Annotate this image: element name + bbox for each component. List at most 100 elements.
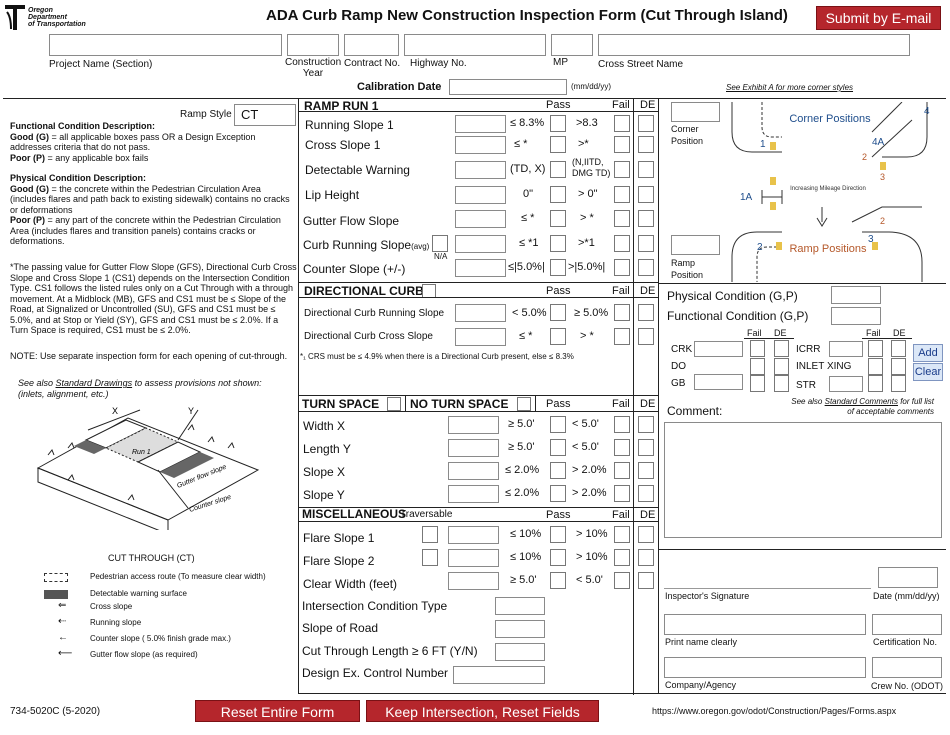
de-checkbox[interactable] [638,439,654,456]
de-checkbox[interactable] [638,304,654,321]
project-name-field[interactable] [49,34,282,56]
pass-checkbox[interactable] [550,186,566,203]
fail-checkbox[interactable] [614,210,630,227]
measurement-field[interactable] [448,439,499,457]
fail-checkbox[interactable] [868,375,883,392]
pass-checkbox[interactable] [550,416,566,433]
slope-of-road-field[interactable] [495,620,545,638]
de-checkbox[interactable] [891,358,906,375]
fail-checkbox[interactable] [614,462,630,479]
pass-checkbox[interactable] [550,328,566,345]
cross-street-field[interactable] [598,34,910,56]
code-field[interactable] [694,341,743,357]
add-comment-button[interactable]: Add [913,344,943,362]
physical-condition-field[interactable] [831,286,881,304]
de-checkbox[interactable] [638,526,654,543]
pass-checkbox[interactable] [550,259,566,276]
pass-checkbox[interactable] [550,572,566,589]
measurement-field[interactable] [455,186,506,204]
de-checkbox[interactable] [774,358,789,375]
de-checkbox[interactable] [638,328,654,345]
standard-comments-link[interactable]: Standard Comments [824,397,898,406]
mp-field[interactable] [551,34,593,56]
pass-checkbox[interactable] [550,210,566,227]
certification-field[interactable] [872,614,942,635]
functional-condition-field[interactable] [831,307,881,325]
company-field[interactable] [664,657,866,678]
forms-url[interactable]: https://www.oregon.gov/odot/Construction… [652,706,897,716]
fail-checkbox[interactable] [614,161,630,178]
pass-checkbox[interactable] [550,235,566,252]
traversable-checkbox[interactable] [422,526,438,543]
print-name-field[interactable] [664,614,866,635]
measurement-field[interactable] [448,416,499,434]
fail-checkbox[interactable] [614,136,630,153]
measurement-field[interactable] [448,485,499,503]
fail-checkbox[interactable] [614,115,630,132]
clear-comment-button[interactable]: Clear [913,363,943,381]
na-checkbox[interactable] [432,235,448,252]
fail-checkbox[interactable] [750,375,765,392]
measurement-field[interactable] [448,462,499,480]
fail-checkbox[interactable] [750,340,765,357]
fail-checkbox[interactable] [614,572,630,589]
fail-checkbox[interactable] [614,304,630,321]
pass-checkbox[interactable] [550,161,566,178]
de-checkbox[interactable] [638,259,654,276]
de-checkbox[interactable] [638,549,654,566]
measurement-field[interactable] [448,572,499,590]
de-checkbox[interactable] [638,416,654,433]
standard-drawings-link[interactable]: Standard Drawings [55,378,133,388]
fail-checkbox[interactable] [614,235,630,252]
no-turn-space-checkbox[interactable] [517,397,531,411]
fail-checkbox[interactable] [614,549,630,566]
pass-checkbox[interactable] [550,485,566,502]
measurement-field[interactable] [448,526,499,544]
code-field[interactable] [829,341,863,357]
directional-curb-checkbox[interactable] [422,284,436,298]
measurement-field[interactable] [455,259,506,277]
corner-position-field[interactable] [671,102,720,122]
fail-checkbox[interactable] [614,259,630,276]
de-checkbox[interactable] [638,186,654,203]
code-field[interactable] [694,374,743,390]
code-field[interactable] [829,376,863,392]
comment-textarea[interactable] [664,422,942,538]
de-checkbox[interactable] [638,235,654,252]
keep-intersection-reset-button[interactable]: Keep Intersection, Reset Fields [366,700,599,722]
de-checkbox[interactable] [638,485,654,502]
fail-checkbox[interactable] [614,328,630,345]
intersection-condition-field[interactable] [495,597,545,615]
reset-entire-form-button[interactable]: Reset Entire Form [195,700,360,722]
de-checkbox[interactable] [774,375,789,392]
fail-checkbox[interactable] [614,485,630,502]
pass-checkbox[interactable] [550,136,566,153]
pass-checkbox[interactable] [550,526,566,543]
measurement-field[interactable] [455,136,506,154]
fail-checkbox[interactable] [868,340,883,357]
fail-checkbox[interactable] [614,526,630,543]
de-checkbox[interactable] [638,210,654,227]
turn-space-checkbox[interactable] [387,397,401,411]
contract-no-field[interactable] [344,34,399,56]
measurement-field[interactable] [455,161,506,179]
de-checkbox[interactable] [638,572,654,589]
pass-checkbox[interactable] [550,549,566,566]
measurement-field[interactable] [455,328,506,346]
measurement-field[interactable] [455,210,506,228]
de-checkbox[interactable] [638,115,654,132]
crew-field[interactable] [872,657,942,678]
measurement-field[interactable] [455,304,506,322]
fail-checkbox[interactable] [614,439,630,456]
submit-email-button[interactable]: Submit by E-mail [816,6,941,30]
measurement-field[interactable] [455,115,506,133]
traversable-checkbox[interactable] [422,549,438,566]
ramp-style-field[interactable]: CT [234,104,296,126]
pass-checkbox[interactable] [550,439,566,456]
measurement-field[interactable] [455,235,506,253]
de-checkbox[interactable] [891,340,906,357]
de-checkbox[interactable] [891,375,906,392]
de-checkbox[interactable] [638,161,654,178]
fail-checkbox[interactable] [750,358,765,375]
de-checkbox[interactable] [774,340,789,357]
